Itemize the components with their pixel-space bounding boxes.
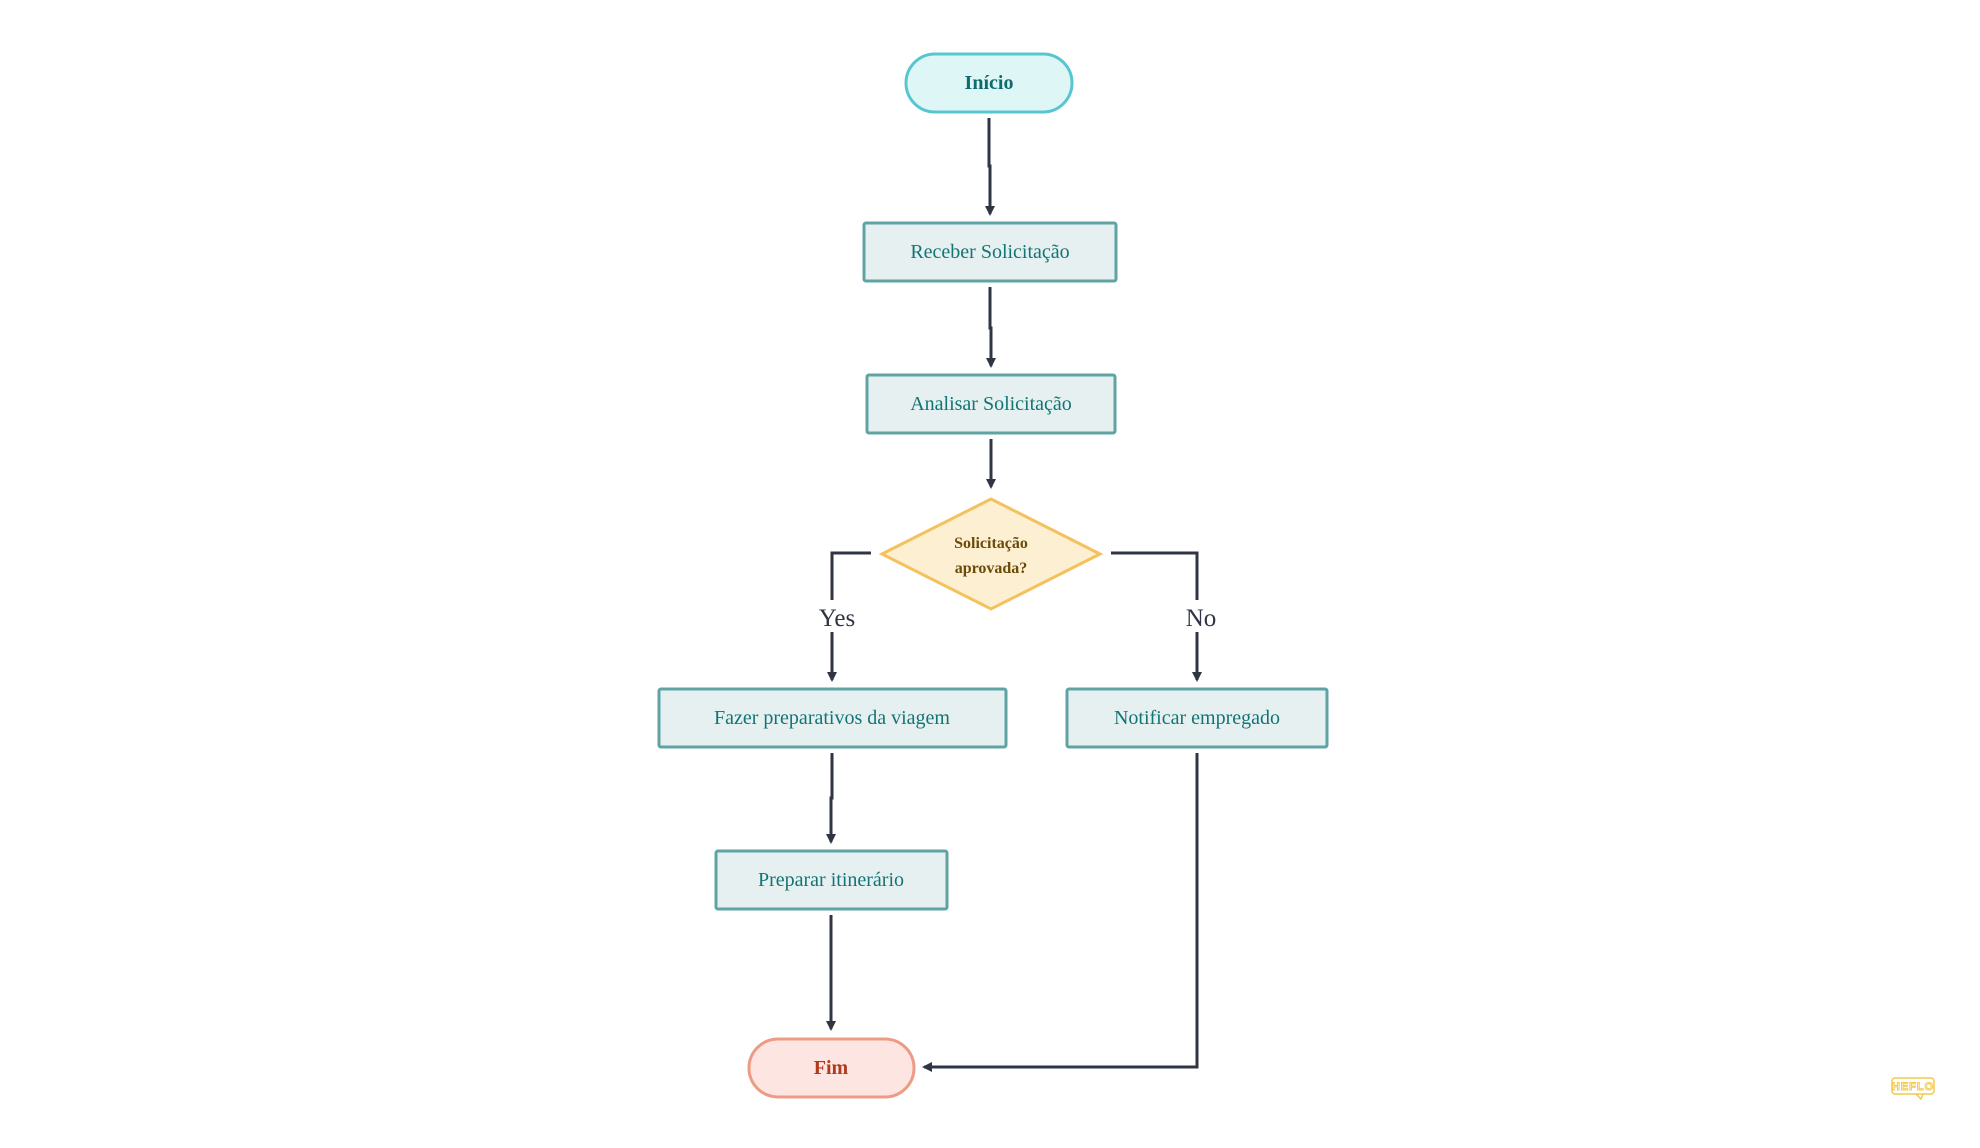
- receive-request-label: Receber Solicitação: [910, 241, 1069, 263]
- edge-label-no: No: [1186, 605, 1217, 632]
- notify-employee-label: Notificar empregado: [1114, 707, 1280, 729]
- receive-request-node[interactable]: Receber Solicitação: [862, 221, 1118, 283]
- start-node[interactable]: Início: [904, 52, 1074, 114]
- trip-preparations-label: Fazer preparativos da viagem: [714, 707, 950, 729]
- prepare-itinerary-node[interactable]: Preparar itinerário: [714, 849, 949, 911]
- start-node-label: Início: [965, 72, 1014, 94]
- heflo-logo: HEFLO: [1891, 1077, 1935, 1101]
- edge-start-to-receive: [985, 118, 995, 216]
- heflo-logo-text: HEFLO: [1892, 1081, 1934, 1093]
- analyze-request-node[interactable]: Analisar Solicitação: [865, 373, 1117, 435]
- edge-label-yes: Yes: [819, 605, 855, 632]
- end-node[interactable]: Fim: [747, 1037, 916, 1099]
- edge-receive-to-analyze: [986, 287, 996, 368]
- edge-decision-yes: [832, 551, 871, 680]
- prepare-itinerary-label: Preparar itinerário: [758, 869, 904, 891]
- decision-label-line1: Solicitação: [954, 535, 1028, 552]
- analyze-request-label: Analisar Solicitação: [910, 393, 1072, 415]
- trip-preparations-node[interactable]: Fazer preparativos da viagem: [657, 687, 1008, 749]
- edge-prepare-to-itinerary: [826, 753, 836, 844]
- decision-label-line2: aprovada?: [955, 560, 1028, 577]
- edge-notify-to-end: [922, 753, 1199, 1072]
- end-node-label: Fim: [814, 1057, 849, 1079]
- notify-employee-node[interactable]: Notificar empregado: [1065, 687, 1329, 749]
- approval-decision-node[interactable]: Solicitação aprovada?: [878, 497, 1104, 611]
- edge-decision-no: [1111, 551, 1197, 680]
- edges: [826, 118, 1199, 1072]
